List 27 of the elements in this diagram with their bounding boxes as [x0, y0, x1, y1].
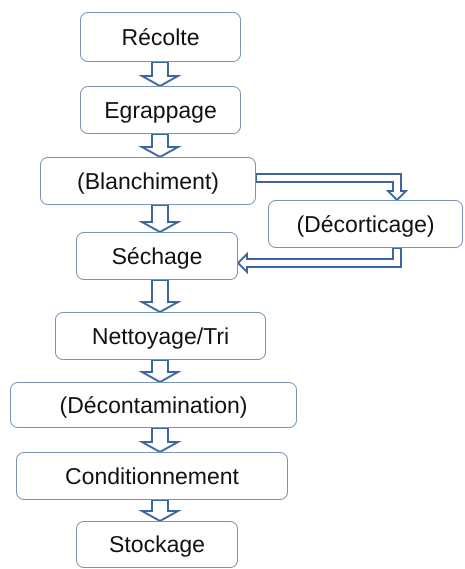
step-label: (Décontamination): [60, 392, 248, 418]
step-label: Séchage: [112, 242, 202, 270]
process-box: [55, 312, 266, 360]
step-label: Récolte: [122, 24, 200, 50]
process-box: [76, 521, 238, 568]
block-arrow: [138, 499, 182, 522]
block-arrow: [138, 427, 182, 454]
step-label: Conditionnement: [65, 462, 239, 490]
block-arrow: [236, 247, 402, 274]
step-label: Egrappage: [104, 96, 217, 124]
step-label: Nettoyage/Tri: [92, 322, 230, 350]
process-box: [10, 382, 297, 428]
process-box: [40, 157, 256, 205]
block-arrow: [138, 133, 182, 158]
step-label: Stockage: [109, 531, 205, 558]
step-label: (Blanchiment): [77, 168, 219, 194]
block-arrow: [138, 359, 182, 384]
block-arrow: [138, 204, 182, 234]
process-box: [76, 232, 238, 280]
process-box: [80, 12, 241, 62]
process-box: [268, 200, 463, 248]
process-box: [80, 86, 241, 134]
block-arrow: [138, 279, 182, 314]
block-arrow: [255, 173, 408, 202]
step-label: (Décorticage): [296, 210, 435, 238]
block-arrow: [138, 61, 182, 88]
process-box: [16, 452, 288, 500]
